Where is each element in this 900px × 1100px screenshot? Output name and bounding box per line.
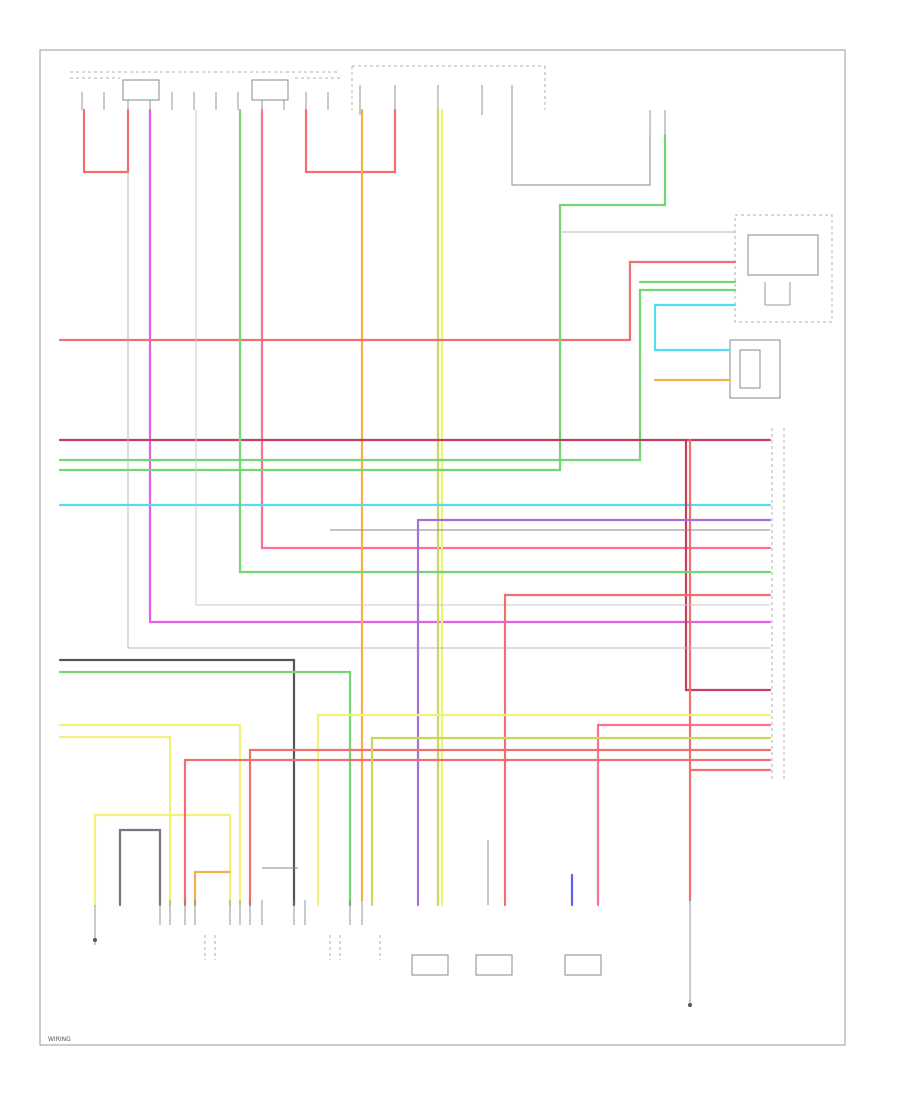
ground-right [688,900,692,1007]
diagram-frame [39,49,846,1046]
wire-magenta-vertical [148,108,772,624]
wire-yellow-lower-2 [58,735,172,907]
wire-gray-605 [195,110,770,606]
wire-black-small-loop [118,828,162,907]
fuse-junction-box-left [70,71,340,110]
wire-green-672 [58,670,352,907]
wire-purple [416,518,772,907]
wire-cyan-module-loop [653,303,737,352]
wire-darkred-drop [684,438,772,692]
switch-component-top-right [649,110,666,135]
fuse-junction-box-right [351,65,546,115]
wire-red-horizontal-340 [58,260,737,342]
wire-green-top-right [58,133,667,472]
injector-connectors [159,900,381,960]
wire-green-2 [58,288,737,462]
wire-black-loop [58,658,296,907]
wire-yellowgreen-738 [370,736,772,907]
wire-yellow-lower-1 [58,723,242,907]
wire-green-572 [238,108,772,574]
wire-gray-top-right [511,115,651,186]
wire-pink-725 [596,723,772,907]
wire-red-760 [183,758,772,907]
control-module-upper-right [734,214,833,323]
wire-gray-left-vertical [127,172,770,649]
wire-orange-connector [193,870,232,907]
wire-pink-mid-vertical [260,108,772,550]
wire-red-top-mid-loop [304,108,397,174]
wire-red-750 [248,748,772,907]
wire-red-top-left-loop [82,108,130,174]
sensor-module-right [729,339,781,399]
sensor-box-1 [411,954,449,976]
sensor-box-3 [564,954,602,976]
ground-left [93,905,97,945]
wire-red-595 [503,593,772,907]
sensor-box-2 [475,954,513,976]
wire-yellow-lower-3 [93,813,232,907]
footer-text: WIRING [48,1036,71,1043]
wire-yellow-715 [316,713,772,907]
pcm-connector-column [771,428,785,780]
